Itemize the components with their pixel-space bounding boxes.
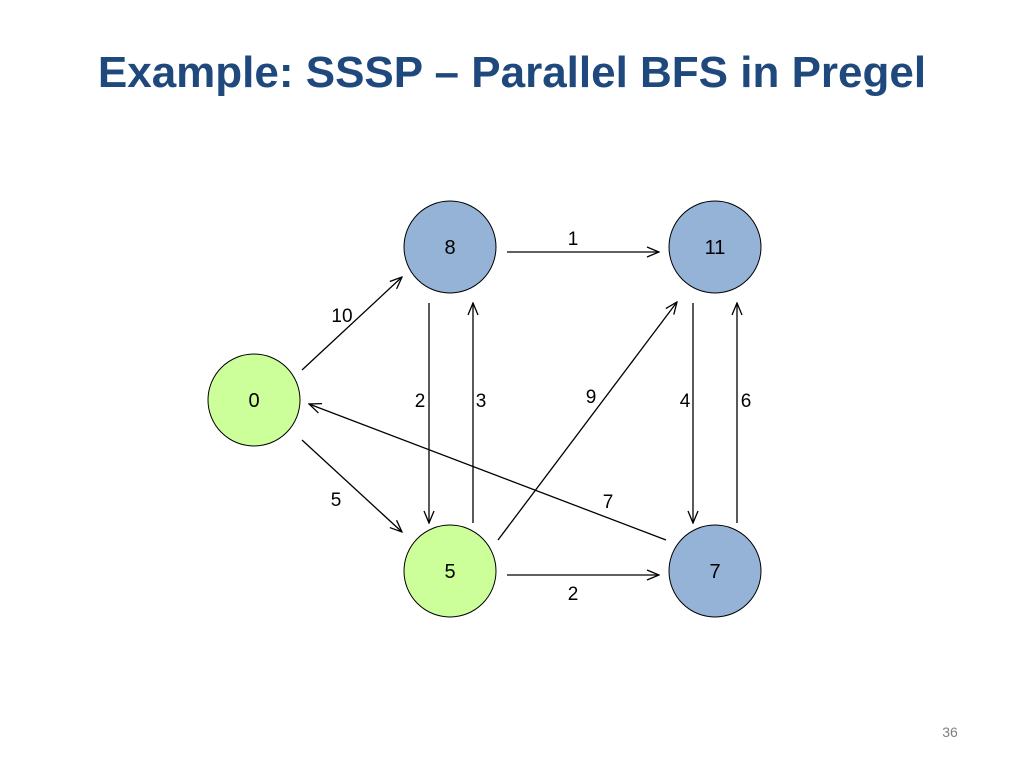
node-8-value: 8 <box>444 237 455 259</box>
slide-title: Example: SSSP – Parallel BFS in Pregel <box>97 48 927 97</box>
edge-5-11 <box>497 302 677 541</box>
node-7-value: 7 <box>709 561 720 583</box>
weight-label-7-0: 7 <box>603 492 614 513</box>
node-0-circle <box>207 353 301 447</box>
weight-label-8-5: 2 <box>415 391 426 412</box>
weight-label-5-7: 2 <box>568 584 579 605</box>
node-7: 7 <box>668 524 762 618</box>
weight-label-5-8: 3 <box>476 391 487 412</box>
node-5-circle <box>403 524 497 618</box>
edge-7-0 <box>309 404 667 541</box>
node-0-value: 0 <box>248 390 259 412</box>
node-8: 8 <box>403 200 497 294</box>
weight-label-5-11: 9 <box>586 387 597 408</box>
weight-label-7-11: 6 <box>741 391 752 412</box>
node-11-value: 11 <box>705 237 726 259</box>
slide-number: 36 <box>942 724 958 740</box>
node-11: 11 <box>668 200 762 294</box>
node-11-circle <box>668 200 762 294</box>
node-7-circle <box>668 524 762 618</box>
edge-0-8 <box>301 277 402 371</box>
weight-label-8-11: 1 <box>568 229 579 250</box>
node-0: 0 <box>207 353 301 447</box>
edge-0-5 <box>301 439 402 532</box>
weight-label-11-7: 4 <box>680 391 691 412</box>
nodes: 0 8 11 5 7 <box>207 200 762 618</box>
node-5: 5 <box>403 524 497 618</box>
edges <box>301 252 737 575</box>
weight-label-0-8: 10 <box>331 306 352 327</box>
node-8-circle <box>403 200 497 294</box>
edge-weights: 10 5 1 2 3 9 4 6 7 2 <box>331 229 752 605</box>
weight-label-0-5: 5 <box>331 490 342 511</box>
node-5-value: 5 <box>444 561 455 583</box>
